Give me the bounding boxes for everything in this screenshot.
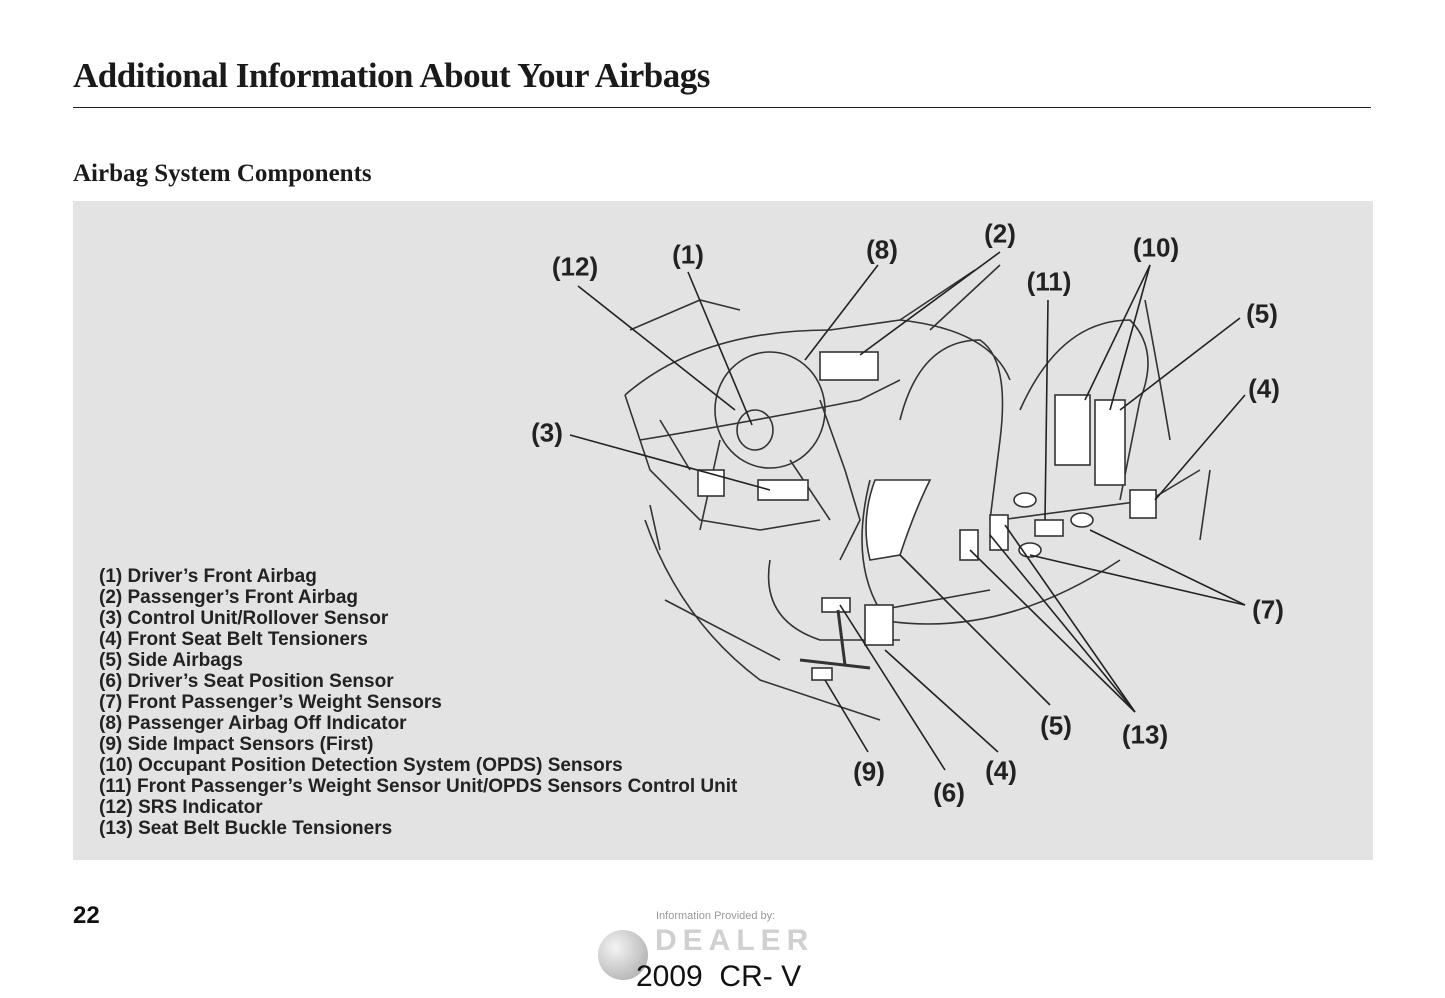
legend-item: (5) Side Airbags: [99, 650, 243, 671]
legend-item: (11) Front Passenger’s Weight Sensor Uni…: [99, 776, 738, 797]
component-legend: (1) Driver’s Front Airbag (2) Passenger’…: [99, 566, 737, 839]
provided-by-text: Information Provided by:: [656, 910, 776, 922]
globe-logo-icon: [598, 930, 648, 980]
callout-5-lower: (5): [1040, 710, 1072, 741]
callout-6: (6): [933, 777, 965, 808]
legend-item: (10) Occupant Position Detection System …: [99, 755, 623, 776]
callout-12: (12): [551, 251, 599, 282]
page-title: Additional Information About Your Airbag…: [73, 56, 710, 95]
legend-item: (12) SRS Indicator: [99, 797, 263, 818]
legend-item: (3) Control Unit/Rollover Sensor: [99, 608, 389, 629]
legend-item: (9) Side Impact Sensors (First): [99, 734, 374, 755]
legend-item: (7) Front Passenger’s Weight Sensors: [99, 692, 442, 713]
callout-3: (3): [531, 417, 563, 448]
callout-5-upper: (5): [1246, 298, 1278, 329]
callout-4-lower: (4): [985, 755, 1017, 786]
callout-4-upper: (4): [1248, 373, 1280, 404]
callout-7: (7): [1252, 594, 1284, 625]
legend-item: (13) Seat Belt Buckle Tensioners: [99, 818, 393, 839]
title-rule: [73, 107, 1371, 108]
legend-item: (8) Passenger Airbag Off Indicator: [99, 713, 407, 734]
callout-13: (13): [1121, 719, 1169, 750]
callout-1: (1): [672, 239, 704, 270]
legend-item: (4) Front Seat Belt Tensioners: [99, 629, 368, 650]
legend-item: (1) Driver’s Front Airbag: [99, 566, 317, 587]
diagram-panel: [73, 201, 1373, 860]
dealer-watermark: DEALER: [655, 924, 815, 957]
legend-item: (6) Driver’s Seat Position Sensor: [99, 671, 394, 692]
page-number: 22: [73, 902, 100, 929]
callout-8: (8): [866, 234, 898, 265]
callout-11: (11): [1026, 266, 1072, 297]
callout-9: (9): [853, 756, 885, 787]
model-label: 2009 CR- V: [636, 960, 802, 993]
callout-2: (2): [984, 218, 1016, 249]
legend-item: (2) Passenger’s Front Airbag: [99, 587, 359, 608]
callout-10: (10): [1132, 232, 1180, 263]
section-title: Airbag System Components: [73, 160, 372, 187]
